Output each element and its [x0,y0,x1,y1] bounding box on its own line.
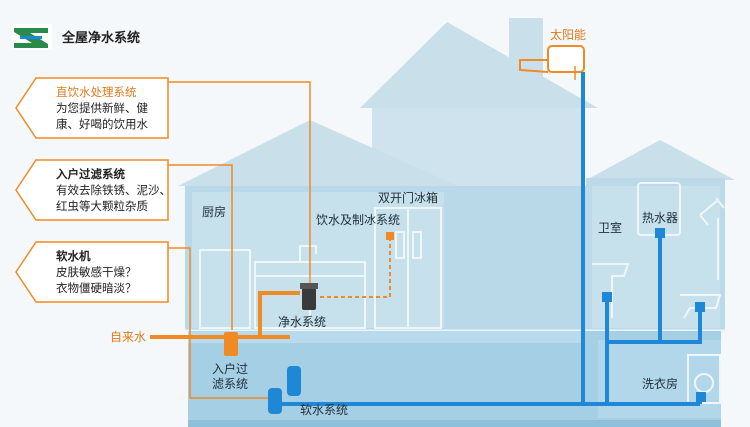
callout-leaders [168,66,576,399]
fridge-drink-line [320,240,391,298]
bathroom-label: 卫室 [598,220,622,235]
drink-ice-label: 饮水及制冰系统 [316,213,400,227]
callout-inlet-title: 入户过滤系统 [56,167,125,181]
kitchen-faucet [299,245,317,262]
bathroom-sink [592,263,630,318]
laundry-node [696,392,706,402]
left-wing-roof [178,120,458,186]
callout-drinking: 直饮水处理系统 为您提供新鲜、健 康、好喝的饮用水 [15,77,169,139]
callout-softener-line-2: 衣物僵硬暗淡？ [56,281,137,295]
shower-head [699,197,725,226]
laundry-label: 洗衣房 [642,376,678,391]
callout-drinking-line-1: 为您提供新鲜、健 [56,101,148,115]
purifier-unit [302,288,316,310]
solar-orange-loop [519,59,549,73]
diagram-labels: 厨房 双开门冰箱 饮水及制冰系统 净水系统 自来水 入户过 滤系统 软水系统 卫… [110,190,678,417]
heater-label: 热水器 [642,211,678,225]
callout-softener: 软水机 皮肤敏感干燥？ 衣物僵硬暗淡？ [15,241,169,303]
kitchen-label: 厨房 [202,204,226,219]
callout-inlet-box [15,159,169,221]
equipment [224,228,706,414]
purifier-label: 净水系统 [278,315,326,329]
fridge-node [386,232,394,240]
kitchen-shelf [199,249,251,329]
leader-softener [168,247,278,399]
callout-drinking-box [15,77,169,139]
callout-drinking-title: 直饮水处理系统 [56,85,137,99]
callout-softener-line-1: 皮肤敏感干燥？ [56,265,137,279]
washing-machine [687,354,721,404]
brand-logo [12,24,52,50]
basement-band [188,331,583,343]
fridge-handle-left [395,231,405,259]
logo-stripe [20,36,42,39]
right-wing-roof [586,140,735,180]
kitchen-room [192,192,444,328]
tap-water-label: 自来水 [110,330,146,344]
toilet-branch [607,310,702,344]
fridge-handle-right [412,231,422,259]
softener-label: 软水系统 [300,403,348,417]
inlet-filter-unit [224,332,238,356]
orange-pipes [150,59,549,339]
callout-inlet-line-1: 有效去除铁锈、泥沙、 [56,183,171,197]
callout-inlet: 入户过滤系统 有效去除铁锈、泥沙、 红虫等大颗粒杂质 [15,159,171,221]
purifier-feed [258,291,300,337]
softener-tank-1 [268,388,282,414]
callout-drinking-line-2: 康、好喝的饮用水 [56,117,148,131]
fridge-label: 双开门冰箱 [378,190,438,205]
upper-roof [360,22,598,108]
basement-floor [188,420,721,427]
leader-drinking [168,81,311,290]
heater-node [655,228,665,238]
softener-tank-2 [287,366,301,396]
purifier-cap [300,283,318,289]
bath-sink-node [602,292,612,302]
callout-softener-box [15,241,169,303]
inlet-filter-label-2: 滤系统 [212,377,248,391]
solar-box [547,45,585,73]
callout-softener-title: 软水机 [56,249,91,263]
toilet-node [695,302,705,312]
header: 全屋净水系统 [12,24,140,50]
solar-label: 太阳能 [550,27,586,42]
inlet-filter-label-1: 入户过 [212,361,248,376]
page-title: 全屋净水系统 [61,30,140,46]
callout-inlet-line-2: 红虫等大颗粒杂质 [56,199,148,213]
leader-inlet [168,164,233,330]
solar-unit: 太阳能 [547,27,586,73]
toilet [680,294,722,319]
